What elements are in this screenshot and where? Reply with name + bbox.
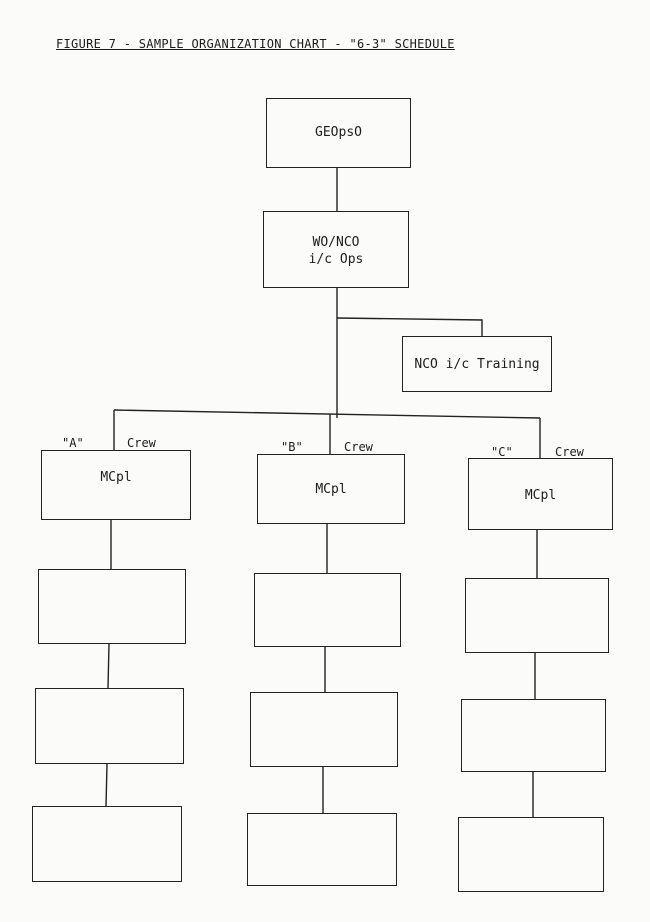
crew-b-id: "B": [281, 440, 303, 454]
line-a-2: [107, 643, 110, 689]
crew-b-label: Crew: [344, 440, 373, 454]
node-geopso-label: GEOpsO: [315, 125, 362, 140]
node-crew-a-member-3: [32, 806, 182, 882]
node-crew-a-member-1: [38, 569, 186, 644]
node-crew-b-member-2: [250, 692, 398, 767]
node-ops: WO/NCO i/c Ops: [263, 211, 409, 288]
node-crew-a-leader-label: MCpl: [100, 470, 132, 485]
crew-c-id: "C": [491, 445, 513, 459]
node-crew-b-member-3: [247, 813, 397, 886]
node-crew-a-leader: MCpl: [41, 450, 191, 520]
node-crew-c-leader-label: MCpl: [524, 488, 557, 503]
line-crew-bar: [113, 409, 541, 419]
node-crew-c-leader: MCpl: [468, 458, 613, 530]
crew-a-label: Crew: [127, 436, 156, 450]
figure-title: FIGURE 7 - SAMPLE ORGANIZATION CHART - "…: [56, 37, 455, 51]
node-training: NCO i/c Training: [402, 336, 552, 392]
node-crew-b-leader-label: MCpl: [315, 482, 347, 497]
line-a-3: [105, 763, 108, 807]
node-training-label: NCO i/c Training: [414, 357, 540, 372]
crew-a-id: "A": [62, 436, 84, 450]
node-geopso: GEOpsO: [266, 98, 411, 168]
node-crew-c-member-1: [465, 578, 609, 653]
node-ops-label-line1: WO/NCO: [312, 235, 360, 250]
node-crew-a-member-2: [35, 688, 184, 764]
node-crew-b-leader: MCpl: [257, 454, 405, 524]
node-crew-c-member-3: [458, 817, 604, 892]
node-ops-label-line2: i/c Ops: [308, 252, 364, 267]
crew-c-label: Crew: [555, 445, 584, 459]
line-training-branch: [336, 317, 483, 336]
node-crew-b-member-1: [254, 573, 401, 647]
node-crew-c-member-2: [461, 699, 606, 772]
